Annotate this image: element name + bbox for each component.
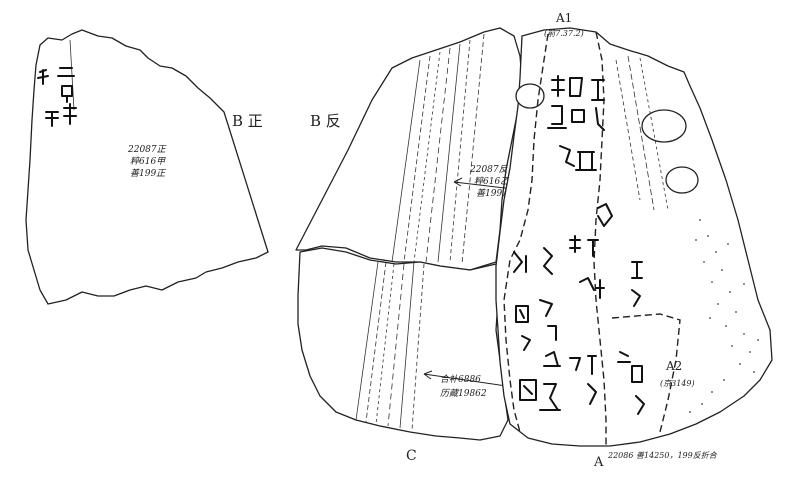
label-c: C (406, 448, 417, 464)
a-hole-left (515, 83, 545, 109)
a-dotted-texture (689, 219, 759, 413)
c-note-line-2: 历藏19862 (440, 388, 487, 399)
label-a2-sub: (京3149) (660, 379, 695, 388)
label-a2: A2 (665, 359, 682, 373)
label-a: A (593, 455, 604, 470)
fragment-c: 合补6886 历藏19862 (297, 247, 521, 441)
b-back-note-line-3: 善199反 (476, 188, 512, 199)
fragment-a: A1 (前7.37.2) A2 (京3149) (495, 11, 773, 447)
b-front-note: 22087正 粹616甲 善199正 (127, 145, 167, 179)
a-join-a2 (611, 313, 681, 433)
b-back-striations (391, 33, 485, 265)
b-back-note-line-2: 粹616乙 (474, 176, 509, 187)
inscription-b-front (37, 67, 77, 127)
label-b-back: B 反 (310, 112, 341, 130)
a-note: 22086 善14250，199反折合 (607, 451, 718, 460)
a-join-left (503, 33, 549, 433)
b-front-note-line-2: 粹616甲 (130, 156, 166, 167)
a-hole-right (665, 166, 699, 194)
label-a1: A1 (555, 11, 572, 25)
c-striations (355, 261, 425, 431)
fragment-b-front: 22087正 粹616甲 善199正 (25, 29, 269, 305)
label-b-front: B 正 (232, 112, 263, 130)
a-hole-upper-right (641, 109, 687, 143)
b-back-note-line-1: 22087反 (469, 164, 509, 175)
b-front-note-line-3: 善199正 (130, 168, 166, 179)
label-a1-sub: (前7.37.2) (544, 29, 584, 38)
inscription-a (513, 75, 645, 415)
b-front-note-line-1: 22087正 (127, 145, 167, 155)
